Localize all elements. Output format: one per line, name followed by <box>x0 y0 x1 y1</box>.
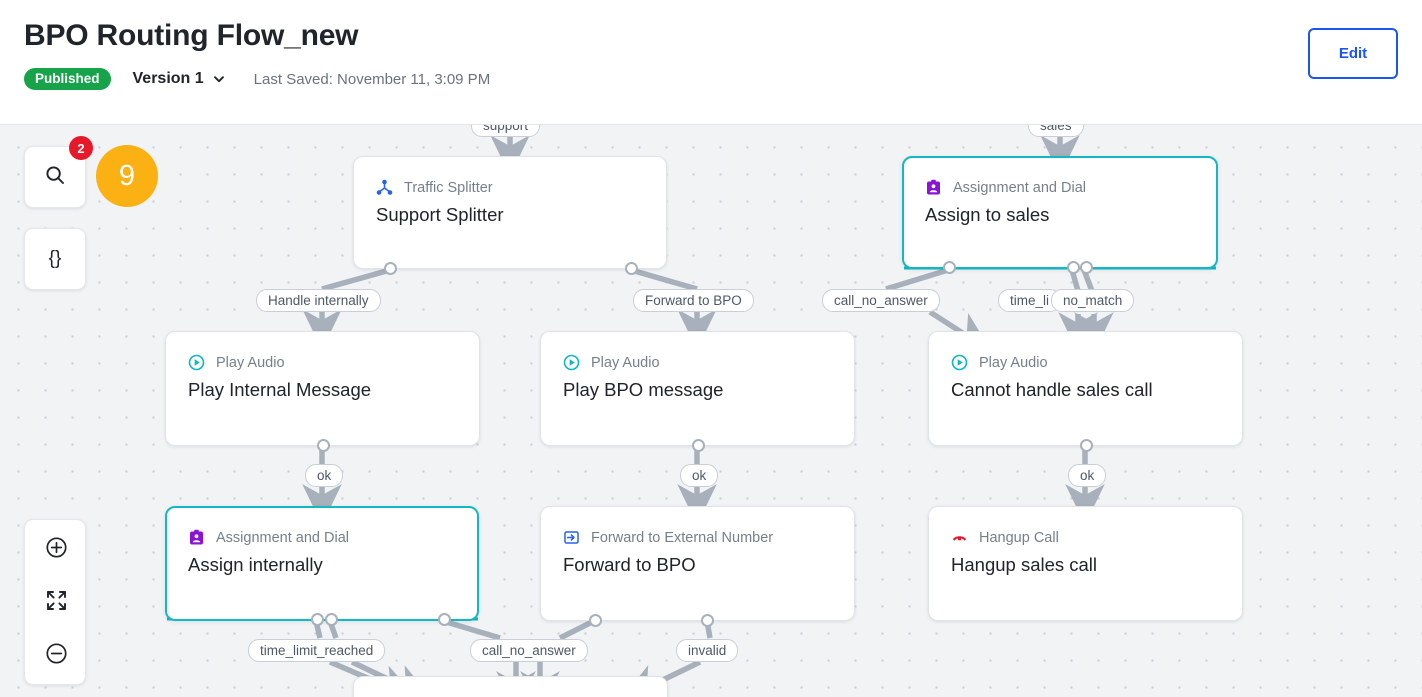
play-audio-icon <box>563 354 580 371</box>
node-output-handle[interactable] <box>692 439 705 452</box>
flow-node-hangup-sales-call[interactable]: Hangup Call Hangup sales call <box>928 506 1243 621</box>
edge-label-time-limit-reached[interactable]: time_limit_reached <box>248 639 386 662</box>
node-type-row: Assignment and Dial <box>188 529 349 546</box>
last-saved-text: Last Saved: November 11, 3:09 PM <box>253 70 491 88</box>
flow-node-support-splitter[interactable]: Traffic Splitter Support Splitter <box>353 156 667 275</box>
flow-node-play-bpo-message[interactable]: Play Audio Play BPO message <box>540 331 855 452</box>
node-type-row: Assignment and Dial <box>925 179 1086 196</box>
app-header: BPO Routing Flow_new Published Version 1… <box>0 0 1422 125</box>
plus-circle-icon <box>45 536 68 564</box>
flow-node-play-internal-message[interactable]: Play Audio Play Internal Message <box>165 331 480 452</box>
issues-count-bubble[interactable]: 9 <box>96 145 158 207</box>
node-output-handle-right[interactable] <box>701 614 714 627</box>
node-type-row: Play Audio <box>188 354 285 371</box>
forward-external-icon <box>563 529 580 546</box>
traffic-splitter-icon <box>376 179 393 196</box>
play-audio-icon <box>188 354 205 371</box>
edge-label-ok-1[interactable]: ok <box>305 464 344 487</box>
flow-node-assign-internally[interactable]: Assignment and Dial Assign internally <box>165 506 479 626</box>
fit-to-screen-button[interactable] <box>25 575 87 630</box>
assignment-dial-icon <box>925 179 942 196</box>
node-title: Assign to sales <box>925 204 1050 225</box>
node-title: Cannot handle sales call <box>951 379 1153 400</box>
edge-label-ok-2[interactable]: ok <box>680 464 719 487</box>
node-output-handle-mid[interactable] <box>1067 261 1080 274</box>
edge-label-handle-internally[interactable]: Handle internally <box>256 289 381 312</box>
edge-label-call-no-answer-top[interactable]: call_no_answer <box>822 289 940 312</box>
node-type-row: Forward to External Number <box>563 529 773 546</box>
version-dropdown[interactable]: Version 1 <box>133 70 226 88</box>
node-title: Play BPO message <box>563 379 724 400</box>
node-type-row: Traffic Splitter <box>376 179 493 196</box>
fit-screen-icon <box>45 589 68 617</box>
node-title: Assign internally <box>188 554 323 575</box>
node-type-row: Play Audio <box>951 354 1048 371</box>
node-type-label: Play Audio <box>979 354 1048 371</box>
node-type-label: Play Audio <box>216 354 285 371</box>
minus-circle-icon <box>45 642 68 670</box>
node-output-handle[interactable] <box>317 439 330 452</box>
flow-node-cannot-handle-sales-call[interactable]: Play Audio Cannot handle sales call <box>928 331 1243 452</box>
node-output-handle-right[interactable] <box>438 613 451 626</box>
edge-label-ok-3[interactable]: ok <box>1068 464 1107 487</box>
node-type-label: Hangup Call <box>979 529 1059 546</box>
hangup-call-icon <box>951 529 968 546</box>
version-label: Version 1 <box>132 70 204 87</box>
play-audio-icon <box>951 354 968 371</box>
search-badge-count: 2 <box>69 136 93 160</box>
edge-label-call-no-answer-bot[interactable]: call_no_answer <box>470 639 588 662</box>
edge-label-no-match[interactable]: no_match <box>1051 289 1135 312</box>
node-type-row: Play Audio <box>563 354 660 371</box>
flow-node-partial-below[interactable] <box>353 676 668 697</box>
chevron-down-icon <box>212 72 226 86</box>
node-title: Support Splitter <box>376 204 504 225</box>
node-type-row: Hangup Call <box>951 529 1059 546</box>
node-output-handle-right[interactable] <box>1080 261 1093 274</box>
edit-button[interactable]: Edit <box>1308 28 1398 79</box>
zoom-controls-panel <box>24 519 86 685</box>
node-output-handle-left[interactable] <box>311 613 324 626</box>
edge-label-forward-to-bpo[interactable]: Forward to BPO <box>633 289 754 312</box>
node-type-label: Assignment and Dial <box>953 179 1086 196</box>
flow-node-assign-to-sales[interactable]: Assignment and Dial Assign to sales <box>902 156 1218 274</box>
flow-node-forward-to-bpo[interactable]: Forward to External Number Forward to BP… <box>540 506 855 627</box>
flow-canvas[interactable]: support sales Handle internally Forward … <box>0 125 1422 697</box>
edge-label-support[interactable]: support <box>471 125 541 137</box>
edge-label-time-limit-top[interactable]: time_li <box>998 289 1062 312</box>
json-view-button[interactable]: {} <box>24 228 86 290</box>
page-title: BPO Routing Flow_new <box>24 19 359 52</box>
node-type-label: Traffic Splitter <box>404 179 493 196</box>
node-output-handle-left[interactable] <box>943 261 956 274</box>
node-output-handle-right[interactable] <box>625 262 638 275</box>
node-title: Forward to BPO <box>563 554 696 575</box>
node-type-label: Assignment and Dial <box>216 529 349 546</box>
node-title: Play Internal Message <box>188 379 372 400</box>
node-type-label: Play Audio <box>591 354 660 371</box>
search-icon <box>44 164 66 191</box>
zoom-in-button[interactable] <box>25 522 87 577</box>
zoom-out-button[interactable] <box>25 628 87 683</box>
node-type-label: Forward to External Number <box>591 529 774 546</box>
node-output-handle-mid[interactable] <box>325 613 338 626</box>
node-output-handle[interactable] <box>1080 439 1093 452</box>
node-output-handle-left[interactable] <box>384 262 397 275</box>
status-badge: Published <box>24 68 111 90</box>
node-title: Hangup sales call <box>951 554 1098 575</box>
assignment-dial-icon <box>188 529 205 546</box>
edge-label-invalid[interactable]: invalid <box>676 639 739 662</box>
node-output-handle-left[interactable] <box>589 614 602 627</box>
edge-label-sales[interactable]: sales <box>1028 125 1084 137</box>
flow-meta-row: Published Version 1 Last Saved: November… <box>24 68 490 90</box>
